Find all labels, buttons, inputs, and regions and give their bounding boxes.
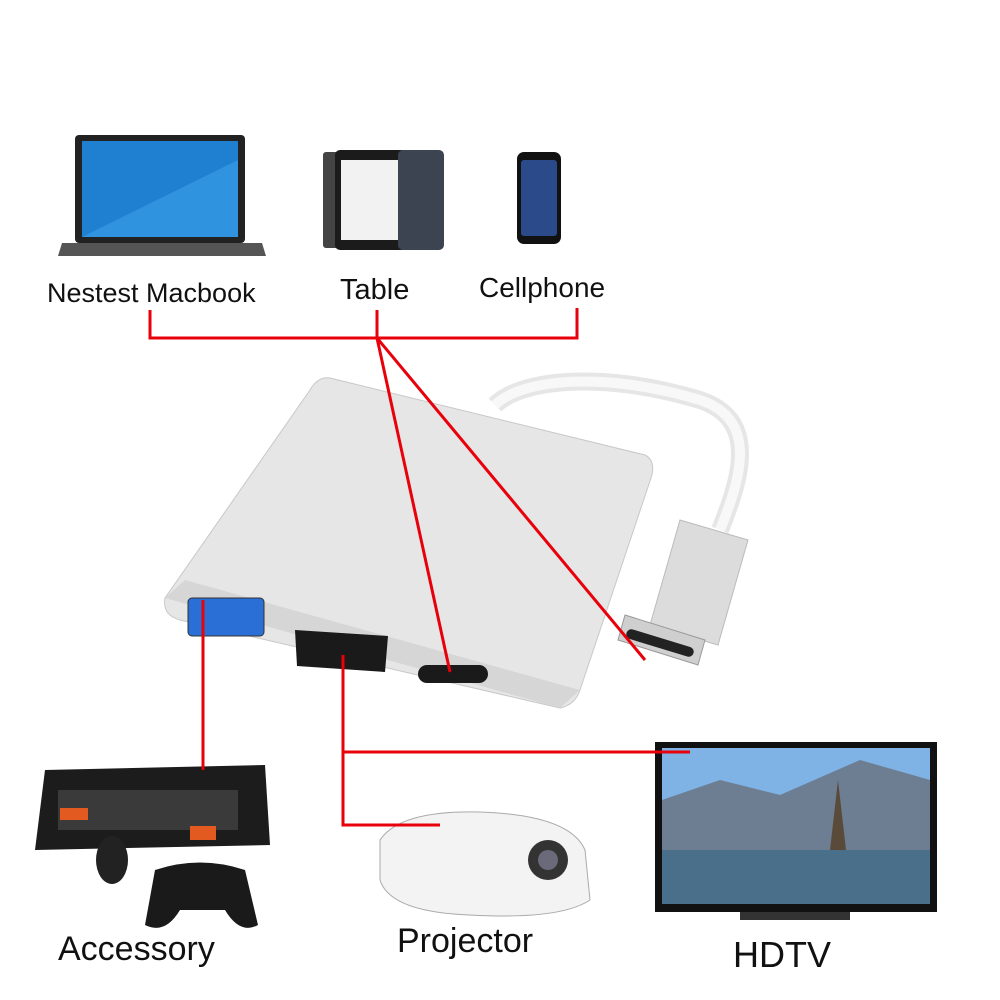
usb-c-port-line bbox=[375, 337, 452, 673]
hdtv-label: HDTV bbox=[733, 934, 831, 975]
cellphone-label: Cellphone bbox=[479, 272, 606, 303]
accessory-illustration bbox=[35, 765, 270, 928]
projector-label: Projector bbox=[397, 922, 534, 960]
usb-c-port bbox=[418, 665, 488, 683]
projector-line bbox=[341, 655, 440, 827]
usb-c-connector bbox=[617, 519, 749, 666]
connector-lines bbox=[148, 308, 690, 827]
laptop-label: Nestest Macbook bbox=[47, 278, 256, 308]
top-bracket-line bbox=[148, 308, 579, 340]
hdtv-illustration bbox=[655, 742, 937, 920]
hdmi-port bbox=[295, 630, 388, 672]
projector-illustration bbox=[379, 811, 591, 917]
connector-line bbox=[375, 337, 647, 661]
tablet-illustration bbox=[323, 150, 444, 250]
usb-a-port bbox=[187, 597, 265, 637]
usb-c-adapter-hub bbox=[164, 377, 654, 709]
accessory-label: Accessory bbox=[58, 930, 215, 968]
laptop-illustration bbox=[58, 135, 266, 256]
cellphone-illustration bbox=[517, 152, 561, 244]
tablet-label: Table bbox=[340, 274, 410, 306]
